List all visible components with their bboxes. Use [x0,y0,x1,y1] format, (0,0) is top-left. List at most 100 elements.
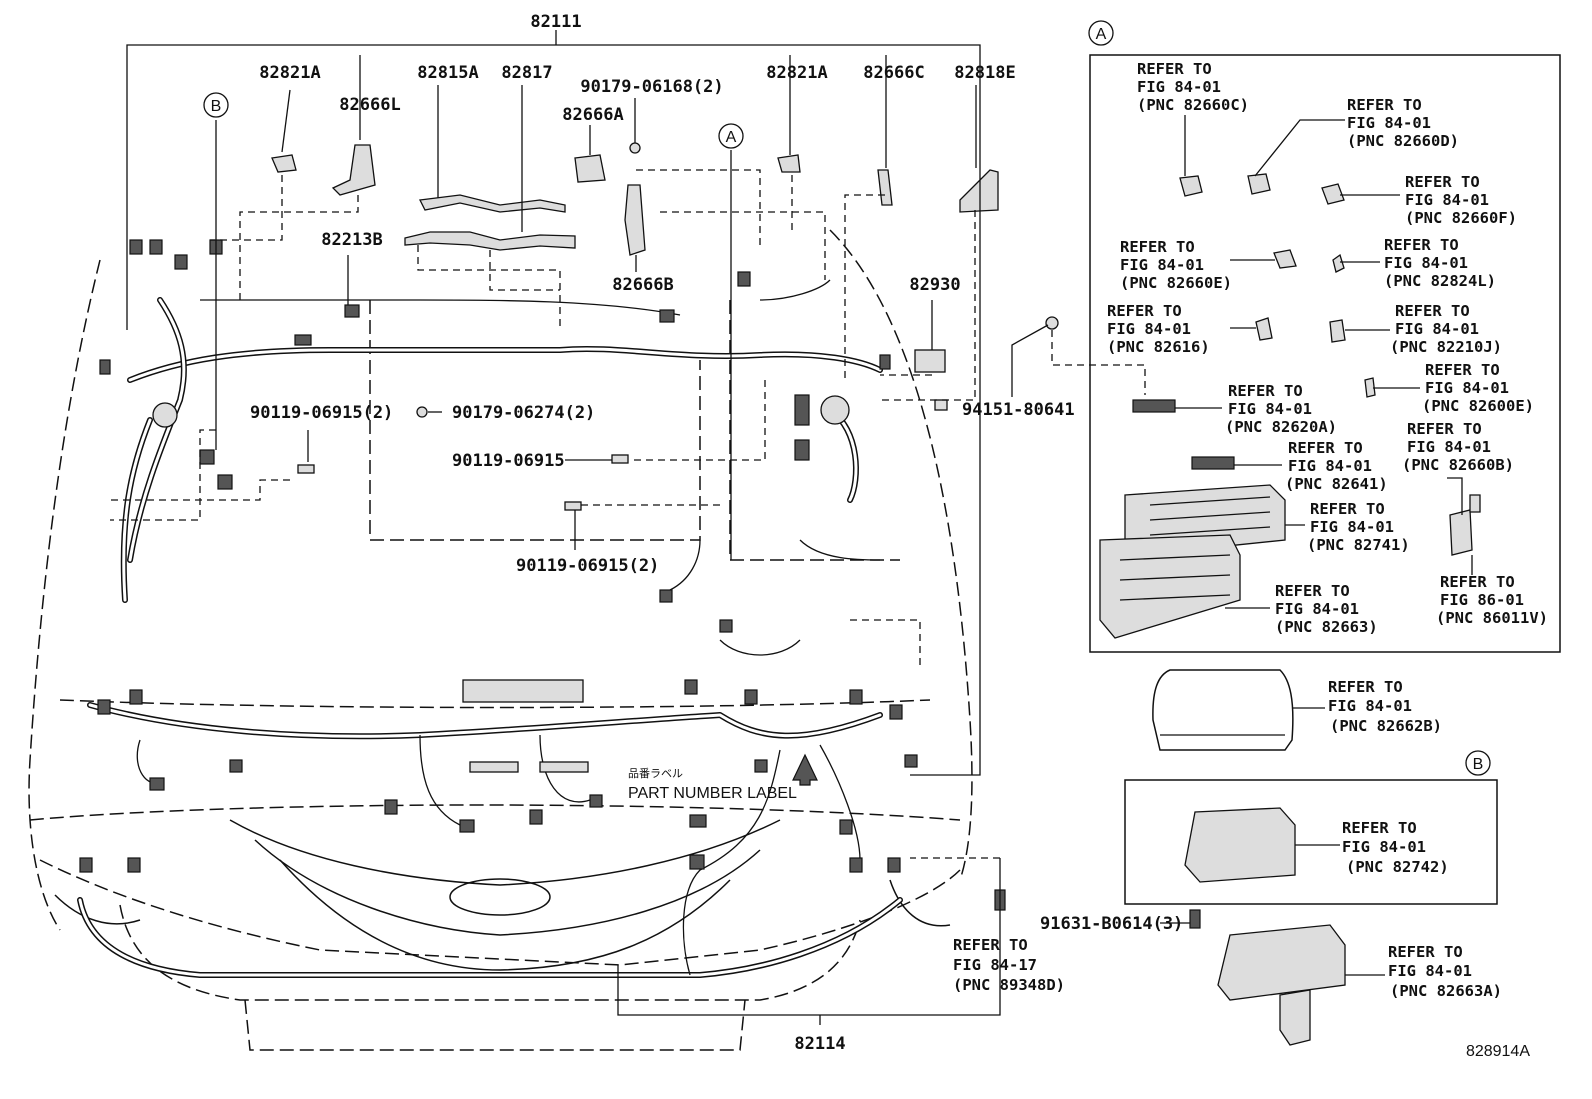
relay-block: REFER TO FIG 84-01 (PNC 82663A) [1217,924,1502,1046]
svg-text:(PNC 82660B): (PNC 82660B) [1402,456,1514,474]
callout-82821a-right: 82821A [766,63,827,83]
marker-a-main: A [718,123,744,149]
callout-82818e: 82818E [954,63,1015,83]
svg-text:B: B [211,98,222,115]
ref-82660e: REFER TO FIG 84-01 (PNC 82660E) [1120,238,1232,292]
callout-82817: 82817 [501,63,552,83]
svg-text:REFER TO: REFER TO [1137,60,1212,78]
svg-text:REFER TO: REFER TO [1425,361,1500,379]
svg-text:FIG 84-01: FIG 84-01 [1107,320,1191,338]
svg-text:A: A [726,129,737,146]
ref-82662b-pnc: (PNC 82662B) [1330,717,1442,735]
svg-text:(PNC 82660E): (PNC 82660E) [1120,274,1232,292]
svg-text:FIG 84-01: FIG 84-01 [1288,457,1372,475]
svg-text:FIG 84-01: FIG 84-01 [1275,600,1359,618]
top-parts [152,142,1059,511]
svg-text:(PNC 86011V): (PNC 86011V) [1436,609,1548,627]
callout-82930: 82930 [909,275,960,295]
svg-text:FIG 86-01: FIG 86-01 [1440,591,1524,609]
svg-text:REFER TO: REFER TO [1440,573,1515,591]
callout-90179-06274: 90179-06274(2) [452,403,595,423]
guide-lines [110,169,1146,859]
svg-text:(PNC 82210J): (PNC 82210J) [1390,338,1502,356]
svg-text:FIG 84-01: FIG 84-01 [1405,191,1489,209]
svg-text:FIG 84-17: FIG 84-17 [953,956,1037,974]
ref-82660f: REFER TO FIG 84-01 (PNC 82660F) [1405,173,1517,227]
svg-text:FIG 84-01: FIG 84-01 [1425,379,1509,397]
callout-90179-06168: 90179-06168(2) [580,77,723,97]
svg-text:REFER TO: REFER TO [953,936,1028,954]
leader-lines [126,30,1190,1025]
vehicle-outline [28,229,973,1051]
part-number-label-jp: 品番ラベル [628,767,683,780]
svg-text:REFER TO: REFER TO [1107,302,1182,320]
connectors [79,239,1201,929]
ref-82662b-word: REFER TO [1328,678,1403,696]
svg-text:REFER TO: REFER TO [1228,382,1303,400]
svg-text:(PNC 82620A): (PNC 82620A) [1225,418,1337,436]
ref-86011v: REFER TO FIG 86-01 (PNC 86011V) [1436,573,1548,627]
svg-text:(PNC 82660C): (PNC 82660C) [1137,96,1249,114]
svg-text:FIG 84-01: FIG 84-01 [1310,518,1394,536]
svg-text:REFER TO: REFER TO [1384,236,1459,254]
callout-82666c: 82666C [863,63,924,83]
diagram-id: 828914A [1466,1043,1530,1060]
svg-text:FIG 84-01: FIG 84-01 [1407,438,1491,456]
callout-91631-b0614: 91631-B0614(3) [1040,914,1183,934]
svg-text:FIG 84-01: FIG 84-01 [1395,320,1479,338]
svg-text:FIG 84-01: FIG 84-01 [1137,78,1221,96]
ref-82600e: REFER TO FIG 84-01 (PNC 82600E) [1422,361,1534,415]
svg-text:(PNC 82641): (PNC 82641) [1285,475,1388,493]
svg-text:(PNC 82824L): (PNC 82824L) [1384,272,1496,290]
callout-90119-06915-a: 90119-06915(2) [250,403,393,423]
callout-82666a: 82666A [562,105,623,125]
svg-text:REFER TO: REFER TO [1347,96,1422,114]
svg-text:REFER TO: REFER TO [1288,439,1363,457]
detail-box-a: A [1088,20,1561,653]
callout-90119-06915-b: 90119-06915 [452,451,565,471]
svg-text:REFER TO: REFER TO [1275,582,1350,600]
svg-text:B: B [1473,756,1484,773]
ref-82210j: REFER TO FIG 84-01 (PNC 82210J) [1390,302,1502,356]
svg-text:(PNC 82660D): (PNC 82660D) [1347,132,1459,150]
svg-text:REFER TO: REFER TO [1407,420,1482,438]
ref-82616: REFER TO FIG 84-01 (PNC 82616) [1107,302,1210,356]
svg-text:FIG 84-01: FIG 84-01 [1347,114,1431,132]
svg-text:REFER TO: REFER TO [1310,500,1385,518]
ref-82663: REFER TO FIG 84-01 (PNC 82663) [1275,582,1378,636]
ref-82620a: REFER TO FIG 84-01 (PNC 82620A) [1225,382,1337,436]
ref-82660b: REFER TO FIG 84-01 (PNC 82660B) [1402,420,1514,474]
svg-text:(PNC 82663A): (PNC 82663A) [1390,982,1502,1000]
ref-82660c: REFER TO FIG 84-01 (PNC 82660C) [1137,60,1249,114]
marker-b-main: B [203,92,229,118]
svg-text:(PNC 82741): (PNC 82741) [1307,536,1410,554]
svg-text:REFER TO: REFER TO [1120,238,1195,256]
svg-text:(PNC 82663): (PNC 82663) [1275,618,1378,636]
svg-text:(PNC 82660F): (PNC 82660F) [1405,209,1517,227]
front-harness-label: 82114 [794,1034,845,1054]
callout-90119-06915-c: 90119-06915(2) [516,556,659,576]
ref-89348d: REFER TO FIG 84-17 (PNC 89348D) [953,936,1065,994]
main-harness [77,279,903,978]
ref-82660d: REFER TO FIG 84-01 (PNC 82660D) [1347,96,1459,150]
detail-box-b: B REFER TO FIG 84-01 (PNC 82742) [1124,750,1498,905]
ref-82641: REFER TO FIG 84-01 (PNC 82641) [1285,439,1388,493]
svg-text:FIG 84-01: FIG 84-01 [1120,256,1204,274]
svg-text:REFER TO: REFER TO [1405,173,1480,191]
callout-82213b: 82213B [321,230,382,250]
ref-82662b-fig: FIG 84-01 [1328,697,1412,715]
ref-82824l: REFER TO FIG 84-01 (PNC 82824L) [1384,236,1496,290]
main-harness-label: 82111 [530,12,581,32]
svg-text:FIG 84-01: FIG 84-01 [1388,962,1472,980]
svg-text:(PNC 82742): (PNC 82742) [1346,858,1449,876]
ref-82741: REFER TO FIG 84-01 (PNC 82741) [1307,500,1410,554]
callout-94151-80641: 94151-80641 [962,400,1075,420]
svg-text:FIG 84-01: FIG 84-01 [1384,254,1468,272]
callout-82821a-left: 82821A [259,63,320,83]
fuse-box-cover: REFER TO FIG 84-01 (PNC 82662B) [1152,669,1442,751]
svg-text:REFER TO: REFER TO [1395,302,1470,320]
svg-text:REFER TO: REFER TO [1342,819,1417,837]
callout-82666b: 82666B [612,275,673,295]
svg-text:FIG 84-01: FIG 84-01 [1342,838,1426,856]
